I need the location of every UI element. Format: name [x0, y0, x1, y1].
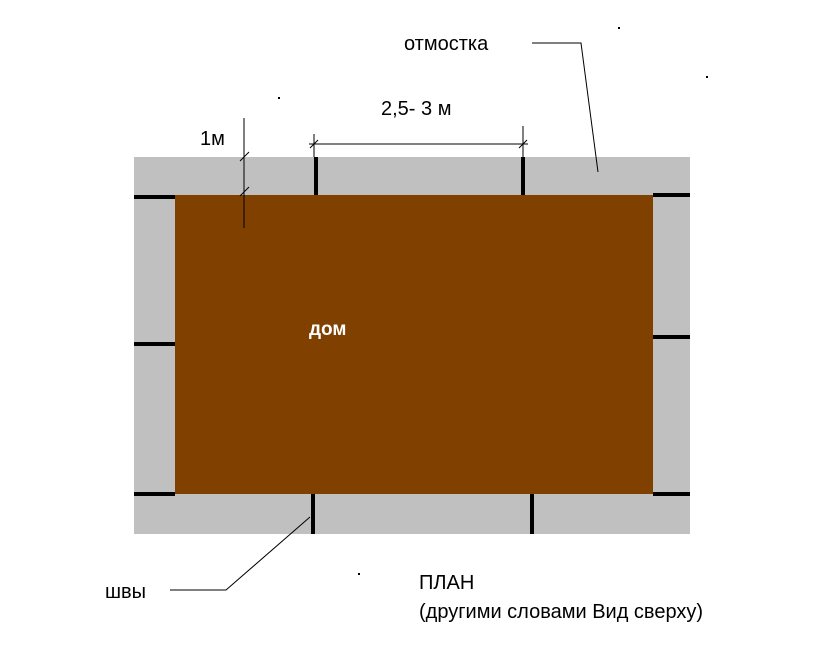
- dot: [358, 573, 360, 575]
- otmostka-leader: [532, 42, 599, 173]
- one-meter-tick-bottom: [239, 186, 250, 197]
- dot: [706, 76, 708, 78]
- otmostka-label: отмостка: [404, 33, 489, 55]
- house-area: [175, 195, 653, 494]
- one-meter-tick-top: [239, 151, 250, 162]
- house-label: дом: [309, 319, 346, 340]
- one-meter-label: 1м: [200, 128, 225, 150]
- plan-title: ПЛАН: [419, 572, 474, 594]
- seams-group: [134, 157, 690, 534]
- width-dimension-tick-left: [309, 139, 319, 149]
- dot: [278, 97, 280, 99]
- seams-label: швы: [105, 581, 146, 603]
- plan-subtitle: (другими словами Вид сверху): [419, 601, 703, 623]
- seams-leader: [170, 516, 311, 591]
- width-dimension: [309, 126, 528, 157]
- stray-dots: [278, 27, 708, 575]
- width-dimension-label: 2,5- 3 м: [381, 98, 451, 120]
- dot: [618, 27, 620, 29]
- one-meter-dimension: [239, 118, 250, 228]
- width-dimension-tick-right: [518, 139, 528, 149]
